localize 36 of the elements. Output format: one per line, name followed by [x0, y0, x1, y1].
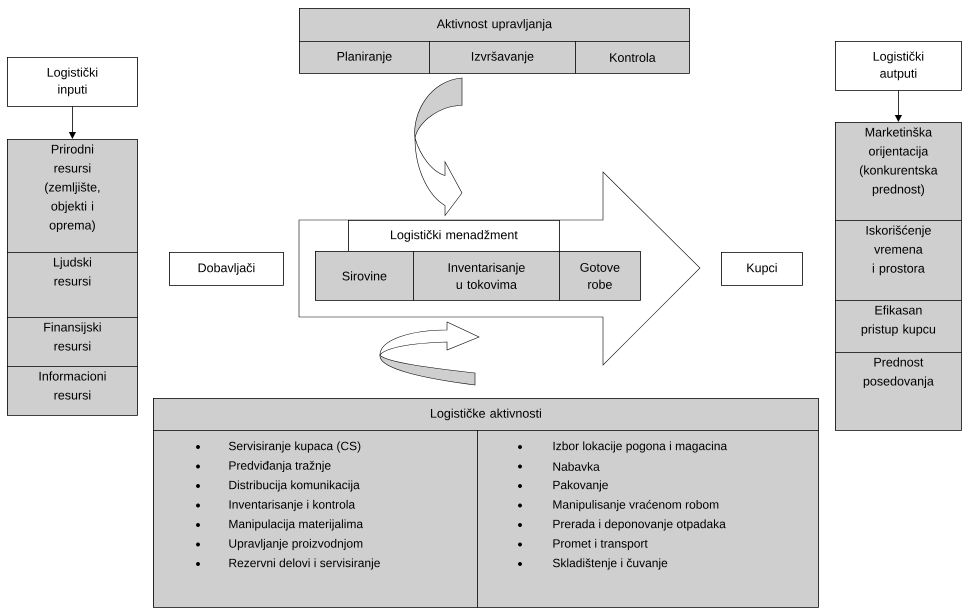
management-box: Logistički menadžment: [348, 220, 560, 252]
output-cell: Marketinška orijentacija (konkurentska prednost): [835, 122, 962, 221]
list-item: Nabavka: [553, 462, 600, 471]
table-cell: Izvršavanje: [429, 41, 576, 74]
output-cell: Prednost posedovanja: [835, 352, 962, 431]
resource-cell: Informacioni resursi: [7, 366, 138, 416]
list-item: Promet i transport: [553, 538, 648, 550]
flow-cell: Sirovine: [315, 251, 414, 301]
resource-cell: Finansijski resursi: [7, 317, 138, 367]
list-item: Manipulacija materijalima: [229, 519, 364, 531]
input-box: Logistički inputi: [7, 57, 138, 107]
list-item: Inventarisanje i kontrola: [230, 500, 356, 512]
list-item: Distribucija komunikacija: [229, 480, 360, 492]
supplier-box: Dobavljači: [169, 252, 284, 286]
list-item: Pakovanje: [553, 480, 608, 492]
list-item: Predviđanja tražnje: [229, 460, 331, 472]
output-cell: Iskorišćenje vremena i prostora: [835, 220, 962, 301]
list-item: Prerada i deponovanje otpadaka: [553, 519, 726, 531]
list-item: Manipulisanje vraćenom robom: [553, 500, 718, 512]
curved-arrow: [380, 322, 480, 386]
output-cell: Efikasan pristup kupcu: [835, 300, 962, 353]
curved-arrow: [414, 78, 462, 216]
output-box: Logistički autputi: [835, 41, 962, 91]
flow-cell: Gotove robe: [559, 251, 641, 301]
list-item: Rezervni delovi i servisiranje: [229, 558, 380, 570]
table-header: Logističke aktivnosti: [153, 398, 819, 431]
resource-cell: Ljudski resursi: [7, 252, 138, 318]
list-item: Izbor lokacije pogona i magacina: [554, 441, 728, 453]
table-cell: Kontrola: [575, 41, 690, 74]
customer-box: Kupci: [721, 252, 803, 286]
list-item: Servisiranje kupaca (CS): [228, 441, 360, 453]
list-item: Skladištenje i čuvanje: [552, 558, 668, 570]
table-cell: Planiranje: [299, 41, 430, 74]
list-item: Upravljanje proizvodnjom: [229, 538, 362, 550]
flow-cell: Inventarisanje u tokovima: [413, 251, 560, 301]
resource-cell: Prirodni resursi (zemljište, objekti i oprema): [7, 139, 138, 253]
